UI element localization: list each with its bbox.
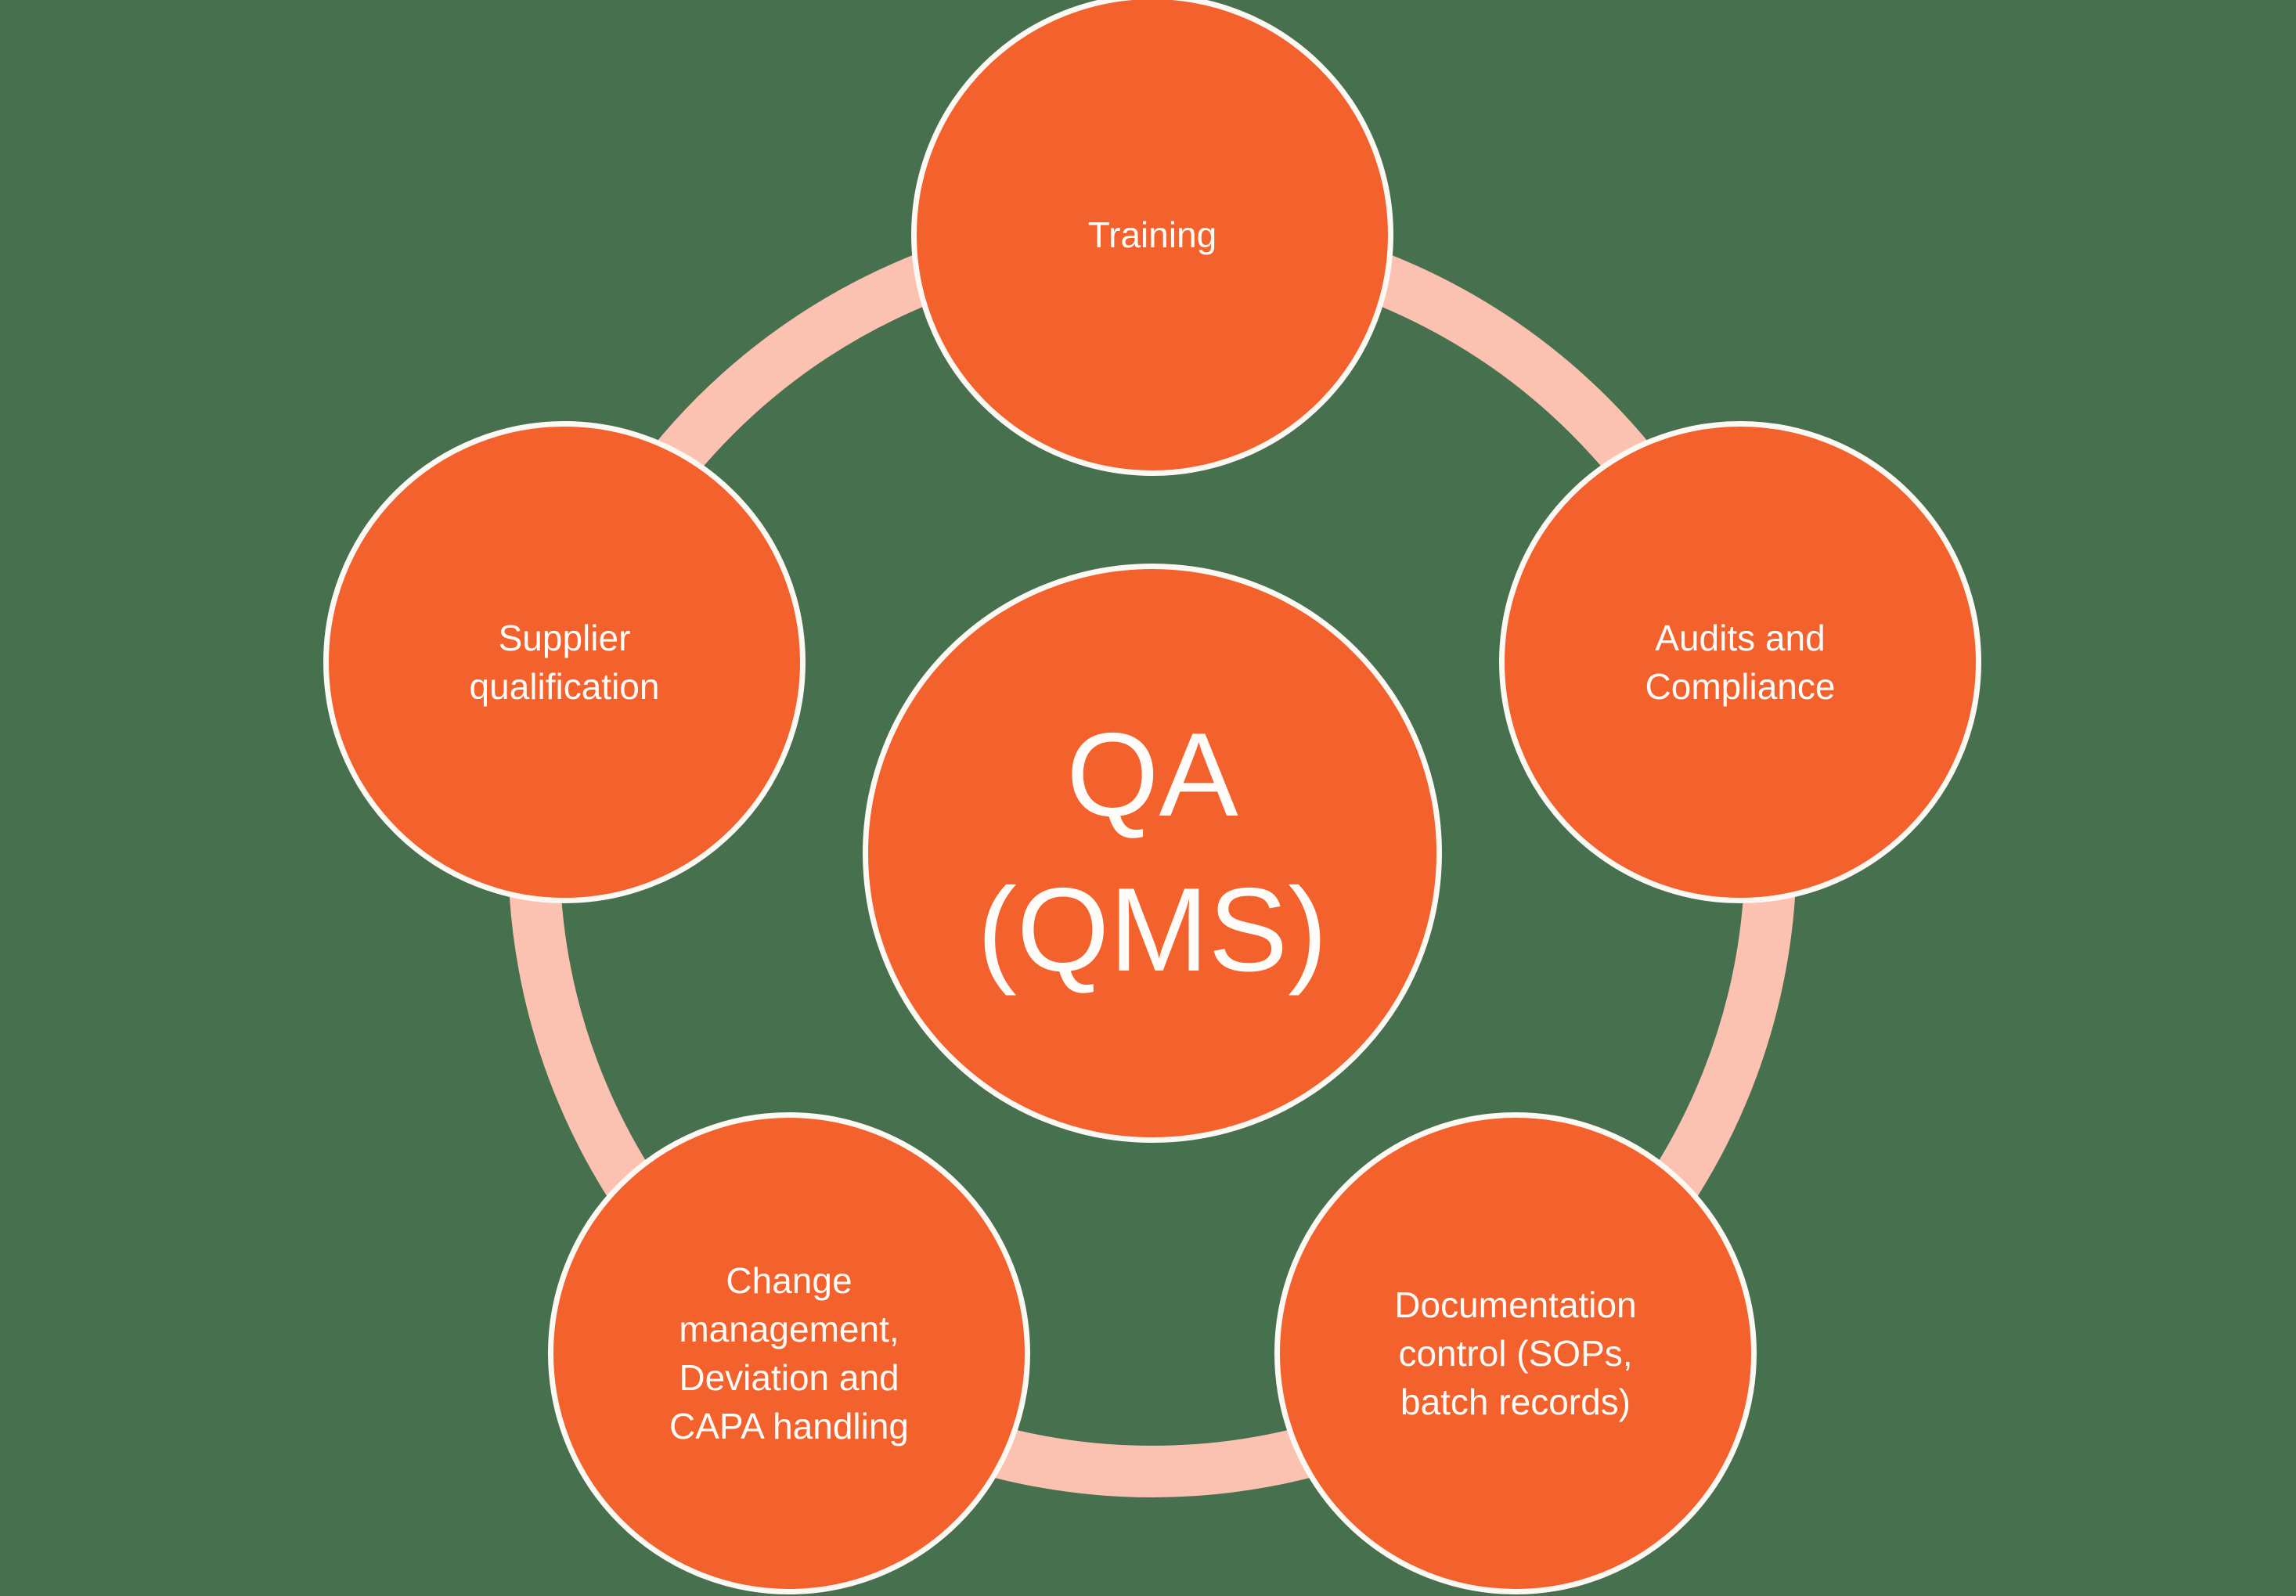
node-label-supplier-qualification: Supplier qualification (469, 617, 660, 707)
node-circle-supplier-qualification: Supplier qualification (323, 421, 806, 903)
node-circle-change-management: Change management, Deviation and CAPA ha… (548, 1112, 1030, 1594)
node-label-change-management: Change management, Deviation and CAPA ha… (669, 1259, 910, 1447)
node-label-audits-and-compliance: Audits and Compliance (1645, 617, 1836, 707)
hub-label-qa-qms: QA (QMS) (977, 708, 1328, 996)
hub-circle-qa-qms: QA (QMS) (863, 564, 1442, 1143)
node-circle-training: Training (911, 0, 1393, 476)
node-circle-audits-and-compliance: Audits and Compliance (1499, 421, 1981, 903)
node-circle-documentation-control: Documentation control (SOPs, batch recor… (1274, 1112, 1757, 1594)
node-label-documentation-control: Documentation control (SOPs, batch recor… (1394, 1284, 1637, 1423)
node-label-training: Training (1087, 214, 1217, 255)
